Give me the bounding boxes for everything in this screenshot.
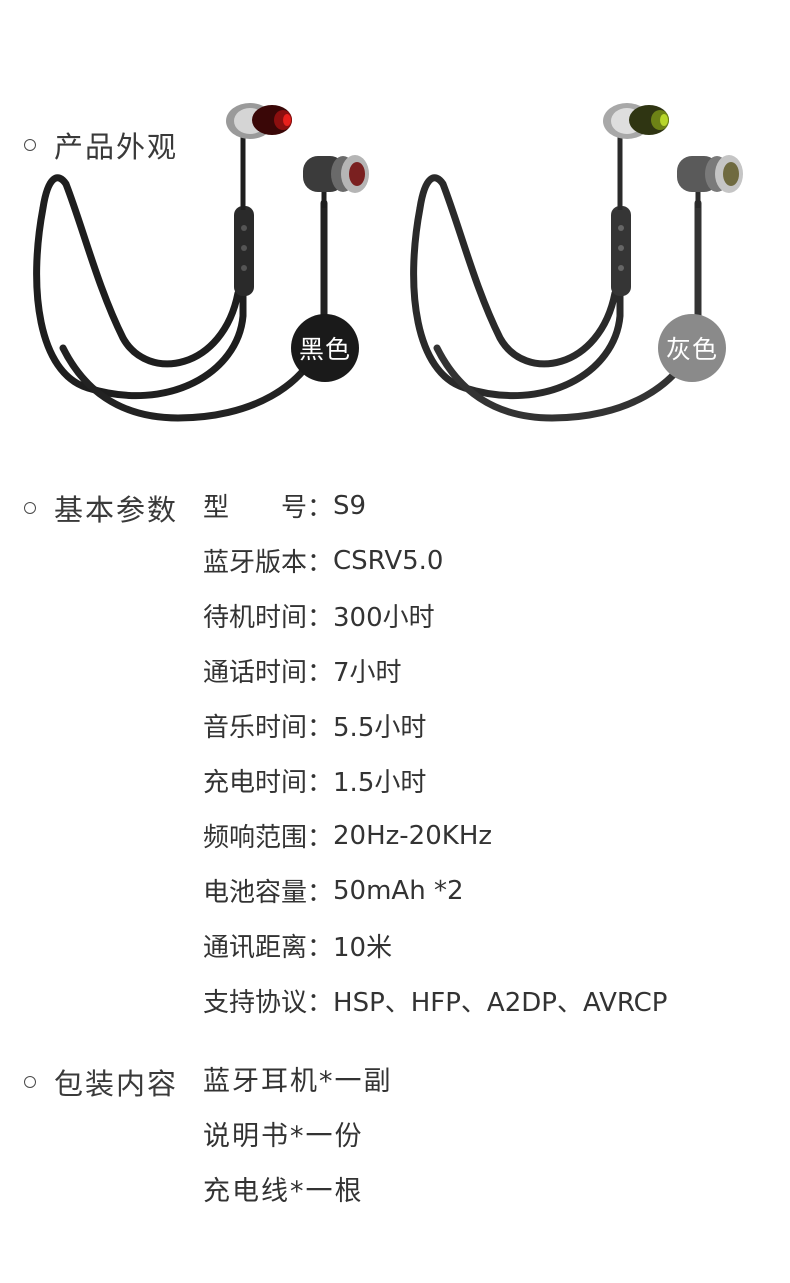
package-item-cable: 充电线*一根 [203,1176,364,1207]
color-label-black: 黑色 [298,335,351,364]
color-label-grey: 灰色 [665,335,718,364]
section-title-specs: 基本参数 [54,493,179,527]
spec-value: 20Hz-20KHz [333,820,493,851]
spec-list: 型 号：S9 蓝牙版本：CSRV5.0 待机时间：300小时 通话时间：7小时 … [203,478,667,1028]
ear-tip-accent [283,114,291,126]
spec-row-battery-capacity: 电池容量：50mAh *2 [203,863,667,918]
spec-value: HSP、HFP、A2DP、AVRCP [333,988,668,1018]
circle-bullet-icon [24,1076,36,1088]
spec-row-talk-time: 通话时间：7小时 [203,643,667,698]
spec-label: 充电时间： [203,768,334,798]
section-specs-header: 基本参数 [24,487,178,529]
color-badge-grey: 灰色 [658,314,726,382]
ear-tip-accent [660,114,668,126]
spec-value: 300小时 [333,603,435,633]
spec-row-bluetooth-version: 蓝牙版本：CSRV5.0 [203,533,667,588]
spec-row-protocols: 支持协议：HSP、HFP、A2DP、AVRCP [203,973,667,1028]
spec-label: 通讯距离： [203,933,334,963]
spec-row-music-time: 音乐时间：5.5小时 [203,698,667,753]
spec-label: 电池容量： [203,878,334,908]
section-appearance-header: 产品外观 [24,124,178,166]
package-item-earphones: 蓝牙耳机*一副 [203,1066,393,1097]
spec-label: 音乐时间： [203,713,334,743]
spec-label: 蓝牙版本： [203,548,334,578]
product-image-grey: 灰色 [405,88,775,428]
spec-label: 通话时间： [203,658,334,688]
spec-value: CSRV5.0 [333,545,444,576]
spec-label: 支持协议： [203,988,334,1018]
spec-value: 7小时 [333,658,402,688]
color-badge-black: 黑色 [291,314,359,382]
section-package-header: 包装内容 [24,1061,178,1103]
spec-row-frequency-range: 频响范围：20Hz-20KHz [203,808,667,863]
product-image-black: 黑色 [28,88,398,428]
spec-value: 5.5小时 [333,713,427,743]
spec-label: 型 号： [203,493,334,523]
spec-value: S9 [333,490,367,521]
spec-row-standby-time: 待机时间：300小时 [203,588,667,643]
spec-value: 10米 [333,933,393,963]
spec-row-charge-time: 充电时间：1.5小时 [203,753,667,808]
circle-bullet-icon [24,139,36,151]
spec-value: 50mAh *2 [333,875,464,906]
section-title-package: 包装内容 [54,1067,179,1101]
package-item-manual: 说明书*一份 [203,1121,364,1152]
spec-label: 频响范围： [203,823,334,853]
circle-bullet-icon [24,502,36,514]
spec-row-range: 通讯距离：10米 [203,918,667,973]
section-title-appearance: 产品外观 [54,130,179,164]
spec-row-model: 型 号：S9 [203,478,667,533]
spec-value: 1.5小时 [333,768,427,798]
spec-label: 待机时间： [203,603,334,633]
earphone-grey-illustration [410,103,743,422]
package-list: 蓝牙耳机*一副 说明书*一份 充电线*一根 [203,1051,393,1216]
